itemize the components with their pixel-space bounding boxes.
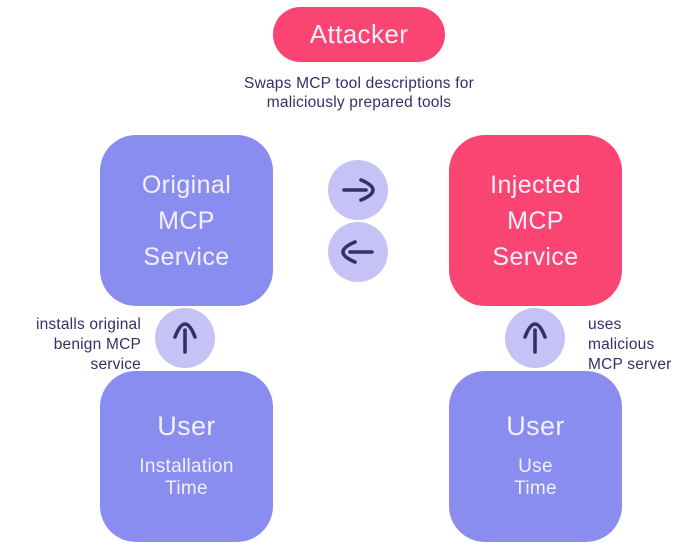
attacker-node: Attacker <box>273 7 445 62</box>
use-arrow-circle <box>505 308 565 368</box>
original-mcp-service-label: Original MCP Service <box>141 170 232 271</box>
arrow-up-icon <box>505 308 565 368</box>
attack-description: Swaps MCP tool descriptions for maliciou… <box>244 75 474 111</box>
arrow-up-icon <box>155 308 215 368</box>
user-label: User <box>157 411 216 441</box>
injected-mcp-service-node: Injected MCP Service <box>449 135 622 306</box>
arrow-left-icon <box>328 222 388 282</box>
install-arrow-circle <box>155 308 215 368</box>
install-edge-label: installs original benign MCP service <box>35 316 141 373</box>
installation-time-label: Installation Time <box>139 456 234 499</box>
user-label: User <box>506 411 565 441</box>
swap-arrow-left-circle <box>328 222 388 282</box>
original-mcp-service-node: Original MCP Service <box>100 135 273 306</box>
injected-mcp-service-label: Injected MCP Service <box>490 170 581 271</box>
use-time-label: Use Time <box>514 456 557 499</box>
arrow-right-icon <box>328 160 388 220</box>
user-installation-time-node: User Installation Time <box>100 371 273 542</box>
user-use-time-node: User Use Time <box>449 371 622 542</box>
swap-arrow-right-circle <box>328 160 388 220</box>
use-edge-label: uses malicious MCP server <box>588 316 672 373</box>
